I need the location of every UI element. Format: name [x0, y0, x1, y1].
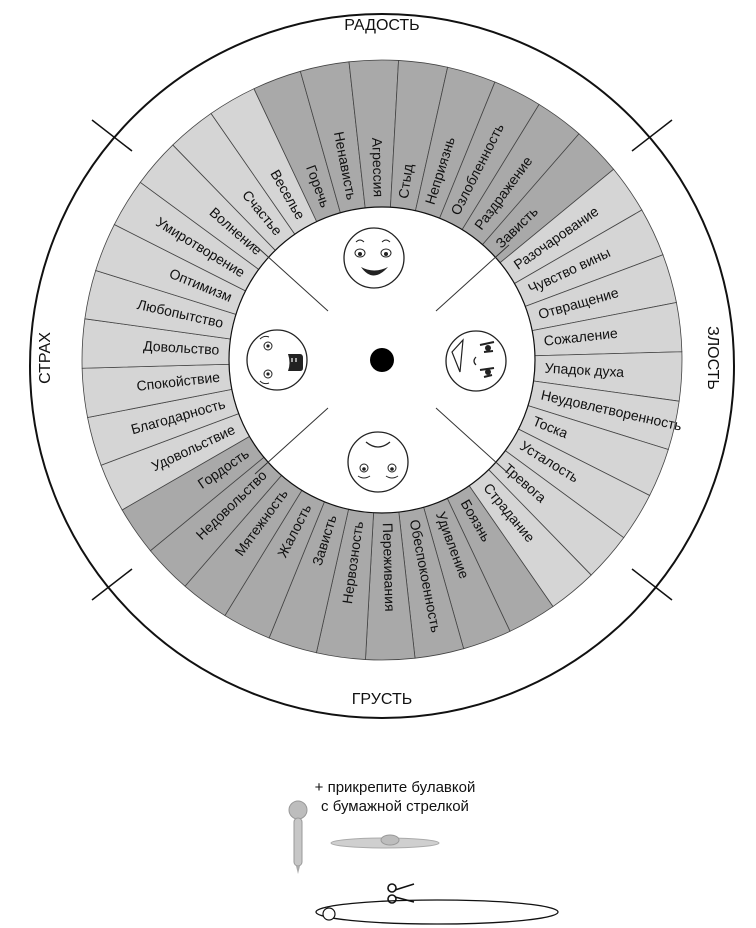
angry-face-icon	[445, 330, 507, 392]
pin-instructions: + прикрепите булавкой с бумажной стрелко…	[300, 778, 490, 816]
instruction-line-2: с бумажной стрелкой	[321, 798, 469, 815]
scared-face-icon	[246, 329, 308, 391]
smiling-face-icon	[343, 227, 405, 289]
paper-arrow-shape	[330, 834, 440, 849]
center-pivot	[370, 348, 394, 372]
word-sectors	[81, 59, 683, 661]
wheel-word-label: Довольство	[143, 338, 220, 358]
sad-face-icon	[347, 431, 409, 493]
pin-icon	[288, 800, 308, 874]
wheel-word-label: Стыд	[395, 163, 416, 200]
cutout-arrow-shape	[315, 899, 559, 925]
wheel-word-label: Упадок духа	[544, 360, 624, 380]
section-title-joy: РАДОСТЬ	[344, 17, 419, 34]
outer-ring-divider	[91, 568, 133, 601]
wheel-word-label: Агрессия	[369, 137, 387, 197]
section-title-fear: СТРАХ	[37, 332, 54, 384]
instruction-line-1: + прикрепите булавкой	[314, 779, 476, 796]
outer-ring-divider	[91, 119, 133, 152]
outer-ring-dividers	[91, 119, 673, 601]
inner-quadrant-lines	[254, 244, 510, 475]
wheel-word-label: Переживания	[380, 523, 398, 612]
scissors-icon	[387, 883, 415, 904]
outer-ring-divider	[631, 119, 673, 152]
section-title-anger: ЗЛОСТЬ	[704, 326, 721, 390]
section-title-sadness: ГРУСТЬ	[352, 691, 412, 708]
outer-ring-divider	[631, 568, 673, 601]
